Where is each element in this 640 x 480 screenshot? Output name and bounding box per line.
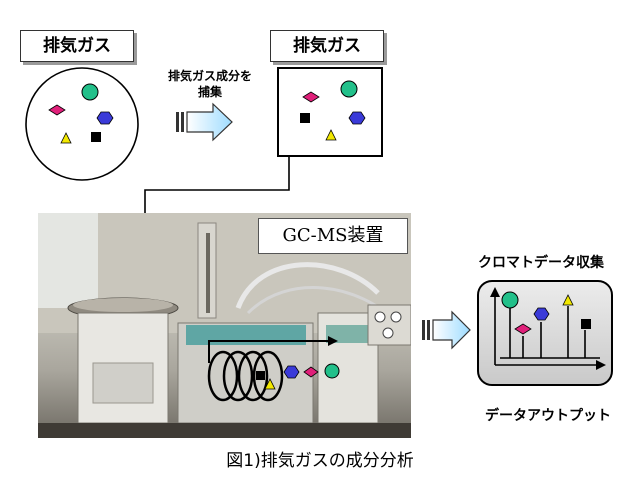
exhaust-gas-label-right: 排気ガス: [270, 30, 384, 62]
capture-text-line2: 捕集: [197, 85, 222, 99]
figure-caption: 図1)排気ガスの成分分析: [226, 451, 414, 471]
molecule-green-circle: [81, 83, 99, 101]
collected-green-circle: [340, 80, 358, 98]
molecule-black-square: [91, 132, 101, 142]
output-arrow: [422, 310, 471, 350]
chromatogram-title: クロマトデータ収集: [478, 255, 604, 271]
molecule-blue-hexagon: [96, 111, 114, 125]
gcms-photo: [38, 213, 411, 438]
capture-text: 排気ガス成分を 捕集: [150, 68, 270, 100]
collected-blue-hexagon: [348, 111, 366, 125]
collected-yellow-triangle: [325, 129, 337, 141]
molecule-magenta-diamond: [48, 104, 66, 116]
capture-arrow: [176, 102, 233, 142]
capture-text-line1: 排気ガス成分を: [167, 69, 252, 83]
gcms-photo-art: [38, 213, 411, 438]
exhaust-gas-label-left: 排気ガス: [20, 30, 134, 62]
collector-box: [277, 67, 383, 157]
column-coil: [207, 350, 284, 402]
data-output-label: データアウトプット: [485, 408, 611, 424]
molecule-yellow-triangle: [60, 132, 72, 144]
gas-sample-circle: [25, 67, 139, 181]
gcms-label: GC-MS装置: [258, 218, 408, 254]
collected-black-square: [300, 113, 310, 123]
collected-magenta-diamond: [302, 91, 320, 103]
